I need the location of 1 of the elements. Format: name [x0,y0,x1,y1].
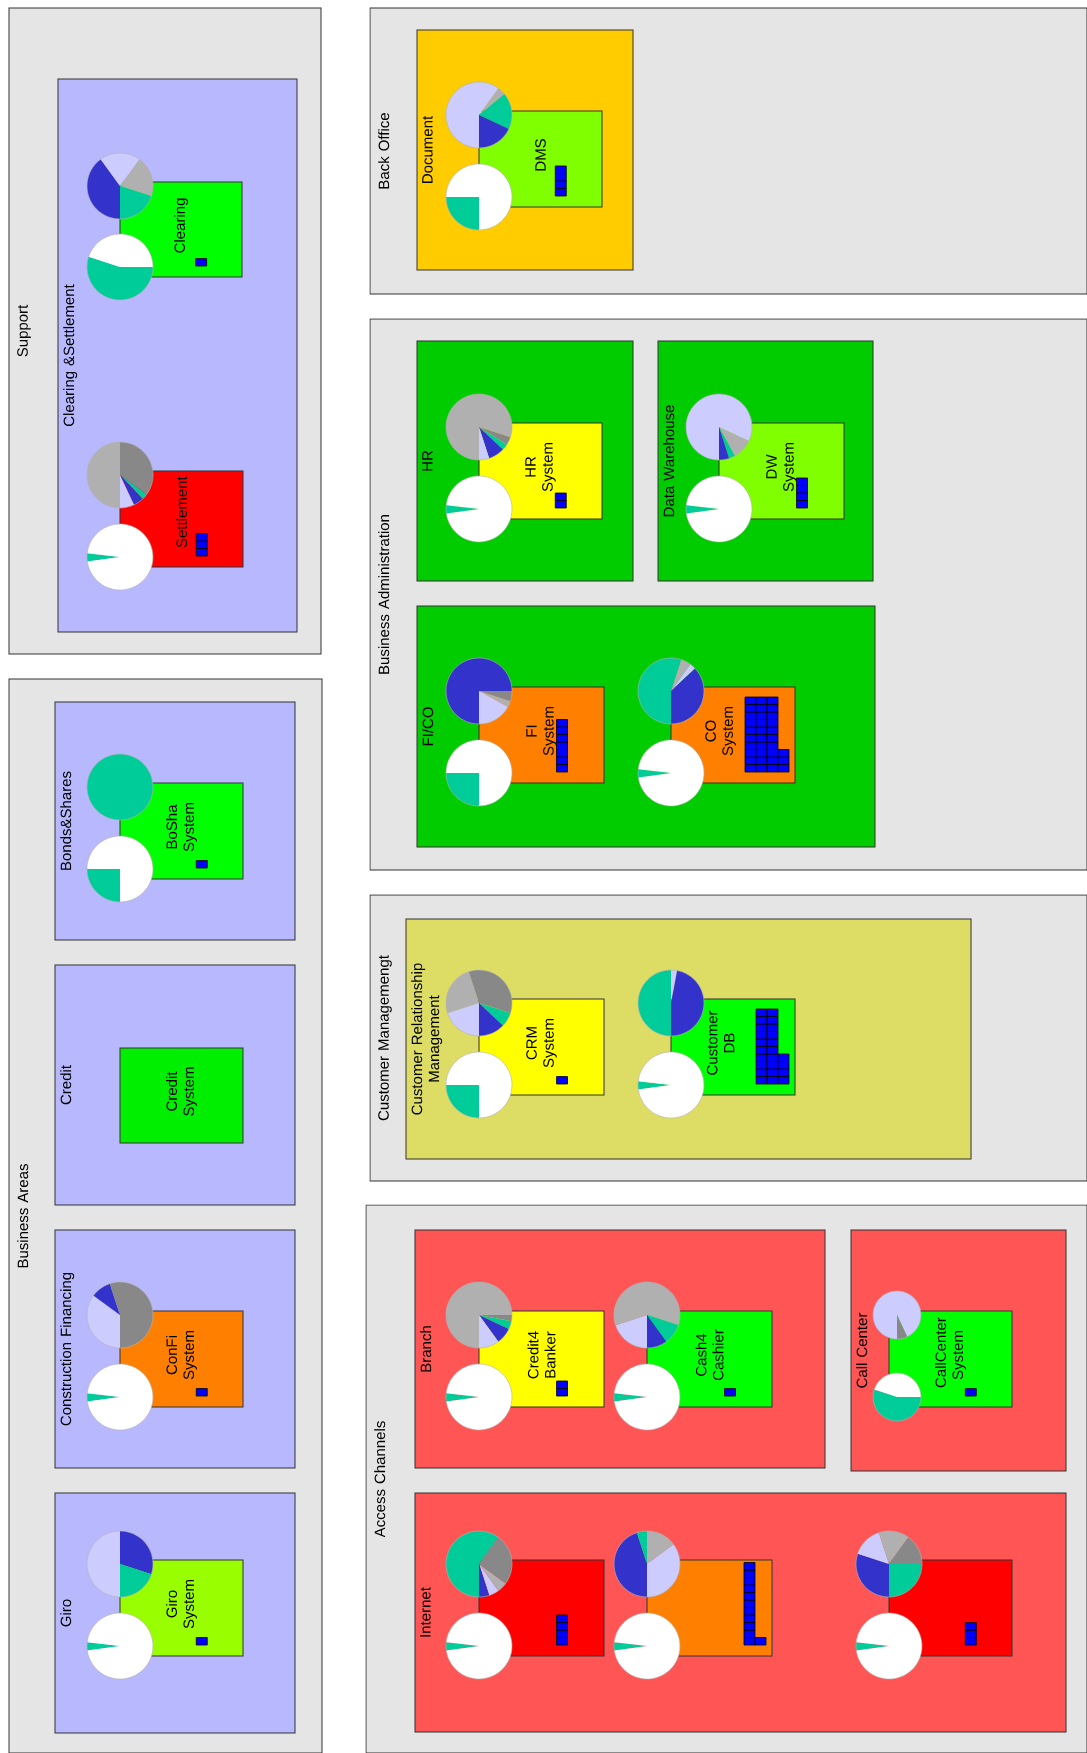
system-box: Credit System [119,1047,244,1144]
